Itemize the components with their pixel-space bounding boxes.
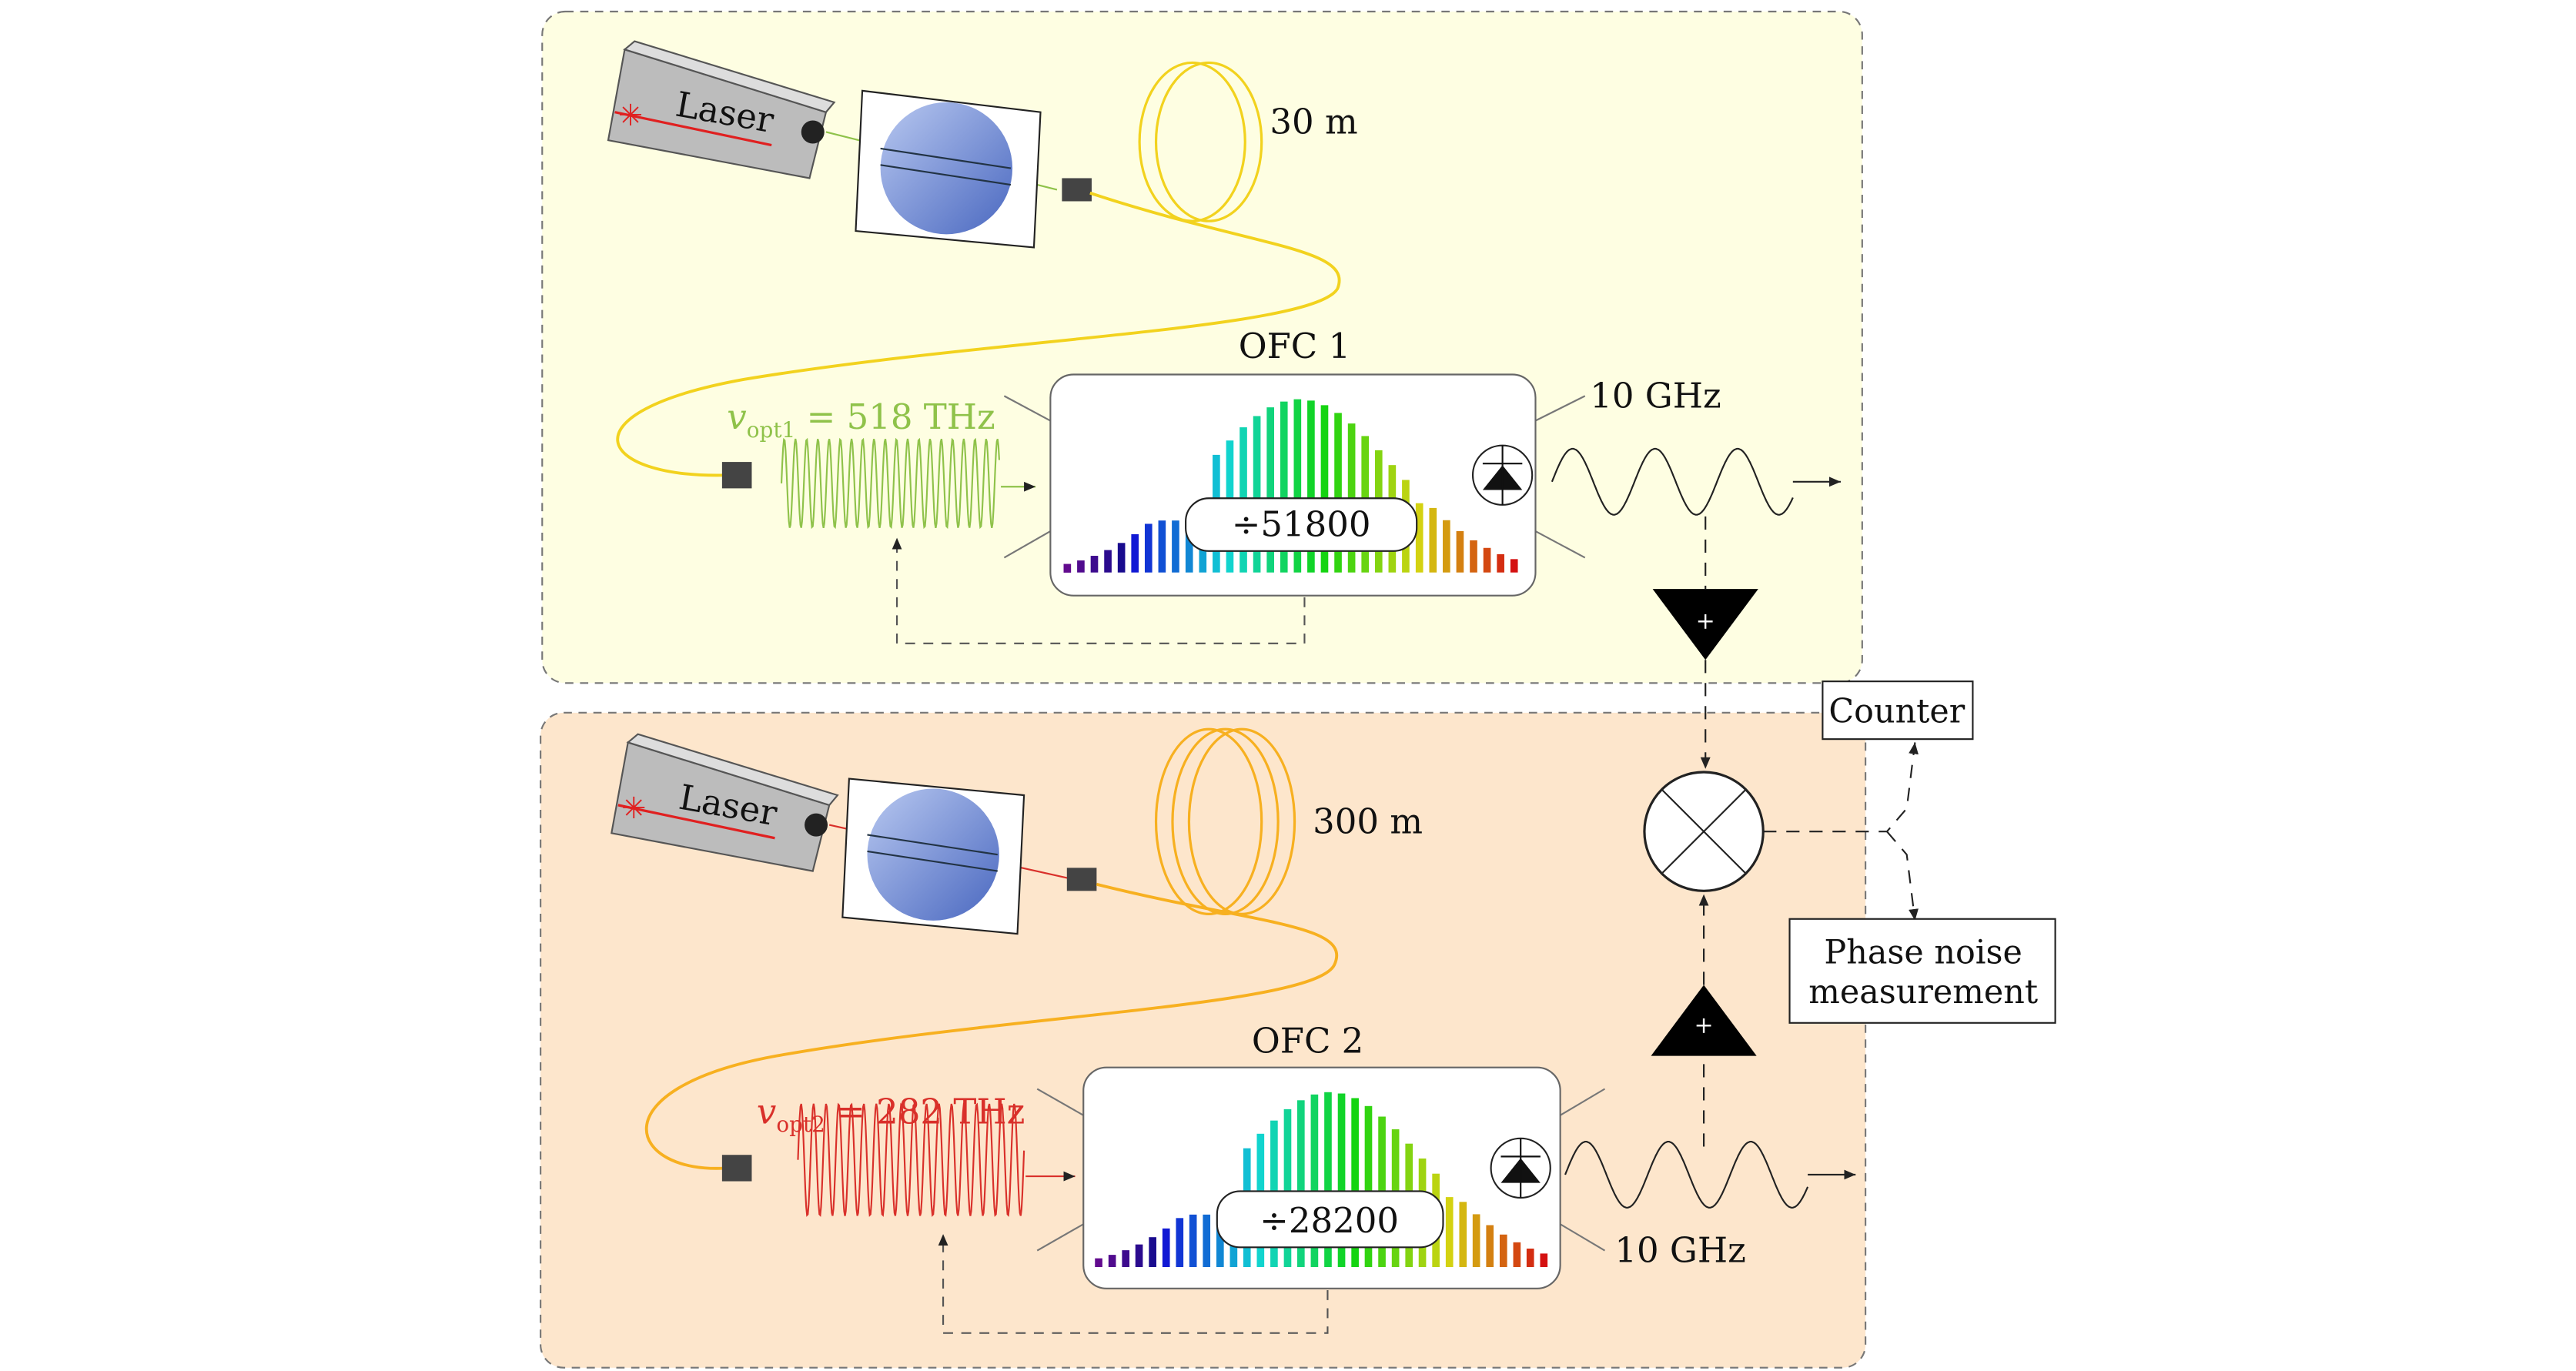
comb-line bbox=[1216, 1214, 1224, 1267]
comb-line bbox=[1472, 1214, 1480, 1267]
comb-line bbox=[1540, 1253, 1548, 1267]
comb-line bbox=[1320, 405, 1329, 573]
comb-line bbox=[1149, 1237, 1156, 1267]
comb-line bbox=[1415, 503, 1423, 573]
comb-line bbox=[1499, 1234, 1507, 1267]
comb-line bbox=[1307, 400, 1315, 573]
comb-line bbox=[1497, 553, 1504, 573]
comb-line bbox=[1095, 1258, 1102, 1267]
fiber-top bbox=[616, 191, 1341, 477]
svg-text:+: + bbox=[1696, 608, 1715, 635]
optical-wave-bottom bbox=[797, 1102, 1025, 1217]
feedback-loop-top bbox=[892, 537, 1306, 644]
cavity-bottom bbox=[841, 777, 1025, 935]
comb-title-bottom: OFC 2 bbox=[1252, 1020, 1363, 1061]
divider-pill-bottom bbox=[1216, 1190, 1444, 1249]
comb-line bbox=[1185, 520, 1193, 573]
comb-line bbox=[1429, 507, 1437, 573]
comb-line bbox=[1122, 1250, 1130, 1267]
phase-noise-box: Phase noise measurement bbox=[1788, 918, 2056, 1024]
comb-line bbox=[1293, 399, 1302, 573]
fiber-connector-icon bbox=[1066, 868, 1097, 891]
comb-line bbox=[1364, 1105, 1373, 1267]
counter-box: Counter bbox=[1822, 680, 1974, 741]
laser-starburst-icon: ✳ bbox=[618, 99, 643, 133]
comb-line bbox=[1280, 401, 1288, 573]
comb-line bbox=[1459, 1202, 1467, 1267]
comb-title-top: OFC 1 bbox=[1239, 326, 1350, 366]
feedback-loop-bottom bbox=[938, 1234, 1329, 1334]
comb-line bbox=[1297, 1100, 1305, 1267]
comb-line bbox=[1334, 413, 1342, 573]
fiber-length-top: 30 m bbox=[1270, 102, 1357, 142]
comb-line bbox=[1253, 416, 1261, 573]
comb-line bbox=[1445, 1197, 1454, 1267]
fiber-connector-icon bbox=[721, 1155, 752, 1182]
comb-line bbox=[1266, 407, 1274, 573]
comb-line bbox=[1337, 1093, 1346, 1267]
comb-line bbox=[1077, 560, 1085, 573]
fiber-connector-icon bbox=[721, 462, 752, 489]
comb-line bbox=[1351, 1098, 1359, 1267]
laser-top: ✳ Laser bbox=[607, 40, 836, 179]
mixer-icon bbox=[1643, 771, 1765, 892]
svg-text:+: + bbox=[1694, 1012, 1714, 1039]
fiber-connector-icon bbox=[1062, 178, 1092, 202]
comb-line bbox=[1310, 1094, 1319, 1267]
svg-text:Counter: Counter bbox=[1828, 693, 1965, 731]
rf-wave-top bbox=[1551, 447, 1794, 516]
comb-line bbox=[1456, 530, 1464, 573]
cavity-top bbox=[855, 89, 1042, 249]
comb-line bbox=[1117, 543, 1126, 573]
comb-line bbox=[1063, 563, 1072, 573]
divider-top: ÷51800 bbox=[1232, 504, 1371, 545]
laser-starburst-icon: ✳ bbox=[621, 791, 646, 826]
svg-text:Phase noise: Phase noise bbox=[1824, 934, 2022, 972]
comb-line bbox=[1203, 1214, 1211, 1267]
laser-bottom: ✳ Laser bbox=[611, 733, 839, 872]
comb-line bbox=[1162, 1228, 1170, 1267]
optical-frequency-top: vopt1 = 518 THz bbox=[727, 396, 995, 443]
comb-line bbox=[1513, 1242, 1521, 1267]
comb-line bbox=[1510, 559, 1518, 573]
comb-line bbox=[1470, 540, 1477, 573]
photodiode-icon bbox=[1490, 1137, 1551, 1199]
divider-bottom: ÷28200 bbox=[1260, 1200, 1399, 1241]
amplifier-top: + bbox=[1652, 589, 1758, 660]
comb-line bbox=[1104, 550, 1112, 573]
comb-line bbox=[1526, 1248, 1534, 1267]
fiber-bottom bbox=[644, 882, 1339, 1170]
rf-label-bottom: 10 GHz bbox=[1614, 1230, 1745, 1271]
rf-wave-bottom bbox=[1564, 1141, 1809, 1209]
rf-label-top: 10 GHz bbox=[1590, 375, 1721, 416]
comb-line bbox=[1189, 1214, 1197, 1267]
photodiode-icon bbox=[1471, 444, 1534, 506]
comb-line bbox=[1283, 1109, 1292, 1267]
comb-line bbox=[1131, 533, 1139, 573]
comb-line bbox=[1483, 547, 1491, 573]
comb-line bbox=[1172, 520, 1179, 573]
comb-line bbox=[1176, 1218, 1184, 1267]
comb-line bbox=[1158, 520, 1166, 573]
comb-line bbox=[1324, 1092, 1332, 1267]
svg-text:measurement: measurement bbox=[1808, 973, 2038, 1012]
comb-line bbox=[1486, 1225, 1494, 1267]
comb-line bbox=[1090, 556, 1099, 573]
fiber-coil-bottom bbox=[1154, 727, 1296, 915]
optical-wave-top bbox=[780, 437, 1001, 530]
comb-line bbox=[1443, 520, 1450, 573]
comb-line bbox=[1135, 1244, 1143, 1267]
amplifier-bottom: + bbox=[1651, 985, 1757, 1056]
divider-pill-top bbox=[1185, 497, 1418, 552]
comb-line bbox=[1144, 523, 1153, 573]
fiber-coil-top bbox=[1138, 61, 1263, 222]
comb-box-top bbox=[1049, 373, 1537, 597]
comb-line bbox=[1108, 1255, 1116, 1267]
fiber-length-bottom: 300 m bbox=[1313, 801, 1423, 841]
